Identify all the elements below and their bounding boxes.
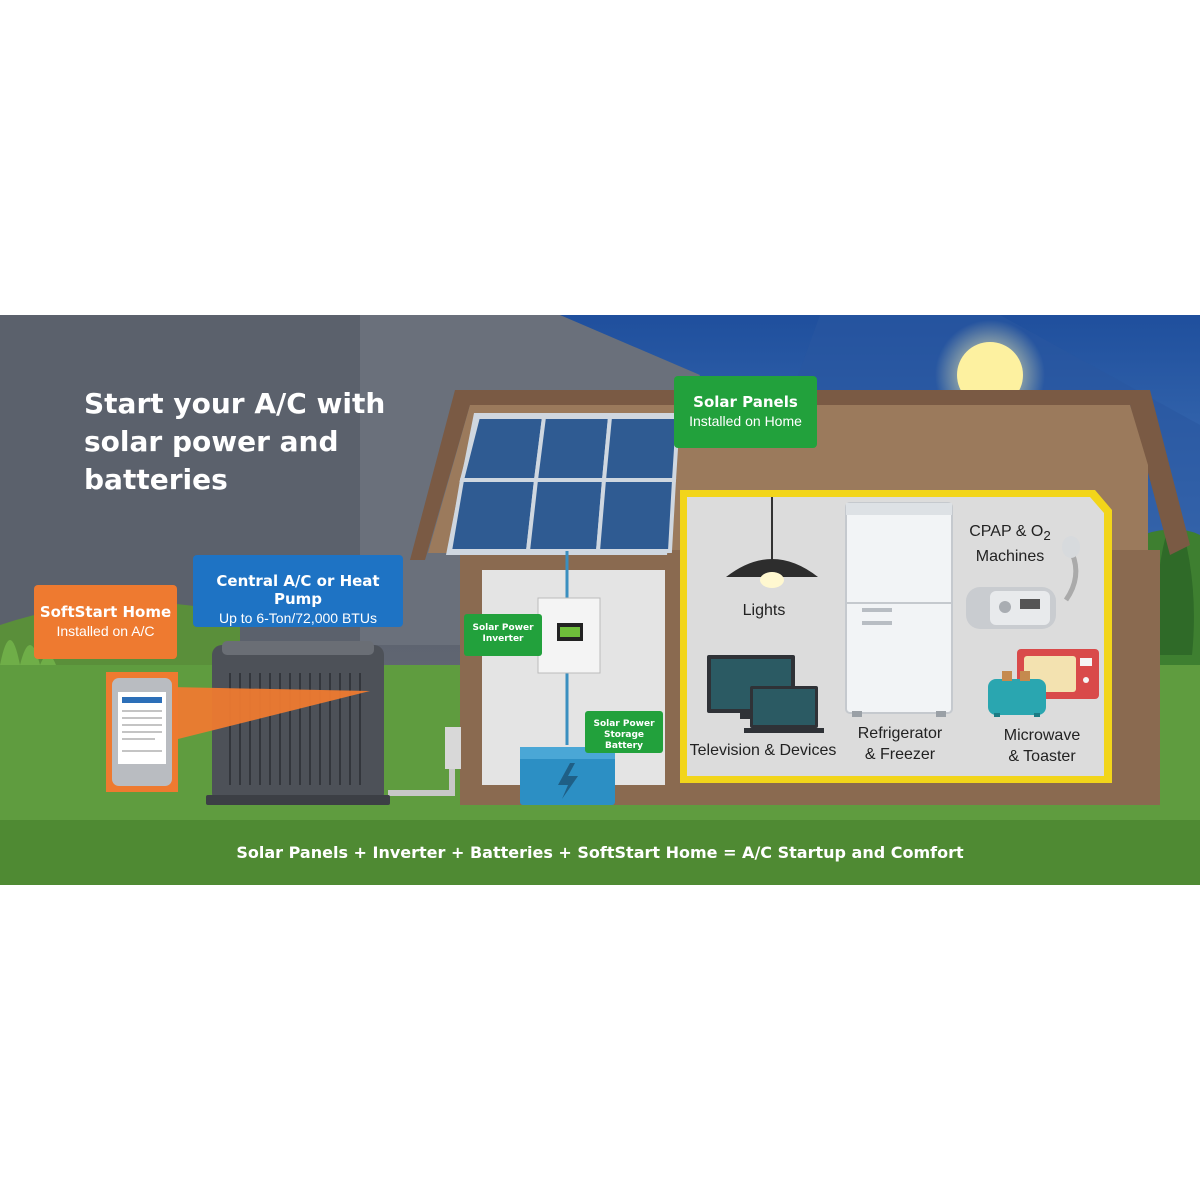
inverter-label-line2: Inverter (482, 634, 524, 644)
lawn-band (0, 820, 1200, 885)
install-beam (170, 687, 370, 741)
cpap-label-line2: Machines (975, 548, 1045, 566)
softstart-callout: SoftStart Home Installed on A/C (34, 585, 177, 659)
microwave-label-line2: & Toaster (1008, 748, 1076, 765)
refrigerator-label: Refrigerator & Freezer (846, 723, 954, 765)
solar-panel (595, 478, 677, 553)
diagram-illustration (0, 315, 1200, 885)
wall-outlet (445, 727, 461, 769)
toaster-icon (988, 671, 1046, 717)
cpap-label: CPAP & O2 Machines (962, 521, 1058, 567)
cpap-label-line1: CPAP & O (969, 523, 1044, 540)
solar-panel-array (446, 413, 681, 555)
microwave-label: Microwave & Toaster (994, 725, 1090, 767)
softstart-subtitle: Installed on A/C (56, 623, 155, 639)
refrigerator-icon (845, 502, 953, 717)
solar-panel (525, 478, 607, 553)
microwave-label-line1: Microwave (1003, 727, 1081, 744)
inverter-icon (537, 597, 601, 674)
lights-label: Lights (742, 602, 786, 619)
television-label: Television & Devices (689, 742, 837, 759)
solar-panel (459, 415, 547, 482)
solar-panels-title: Solar Panels (693, 393, 798, 411)
inverter-callout: Solar Power Inverter (464, 614, 542, 656)
lamp-icon (726, 497, 818, 588)
central-ac-title: Central A/C or Heat Pump (216, 572, 380, 608)
equation-footer: Solar Panels + Inverter + Batteries + So… (236, 843, 964, 862)
cpap-label-subscript: 2 (1043, 528, 1051, 544)
grass-tuft (0, 640, 56, 665)
headline: Start your A/C with solar power and batt… (84, 387, 386, 496)
refrigerator-label-line1: Refrigerator (857, 725, 943, 742)
solar-panels-callout: Solar Panels Installed on Home (674, 376, 817, 448)
conduit (388, 769, 455, 796)
inverter-label-line1: Solar Power (472, 623, 534, 633)
solar-panel (533, 415, 613, 482)
solar-panel (601, 415, 681, 482)
battery-label-line2: Storage Battery (603, 730, 645, 751)
laptop-icon (744, 686, 824, 733)
central-ac-subtitle: Up to 6-Ton/72,000 BTUs (219, 610, 377, 626)
battery-icon (520, 747, 615, 805)
refrigerator-label-line2: & Freezer (864, 746, 936, 763)
softstart-device-icon (106, 672, 178, 792)
solar-ac-diagram: Start your A/C with solar power and batt… (0, 315, 1200, 885)
solar-panels-subtitle: Installed on Home (689, 413, 802, 429)
cpap-machine-icon (966, 536, 1080, 629)
softstart-title: SoftStart Home (39, 603, 172, 621)
battery-callout: Solar Power Storage Battery (585, 711, 663, 753)
central-ac-callout: Central A/C or Heat Pump Up to 6-Ton/72,… (193, 555, 403, 627)
solar-panel (447, 478, 539, 553)
battery-label-line1: Solar Power (593, 719, 655, 729)
